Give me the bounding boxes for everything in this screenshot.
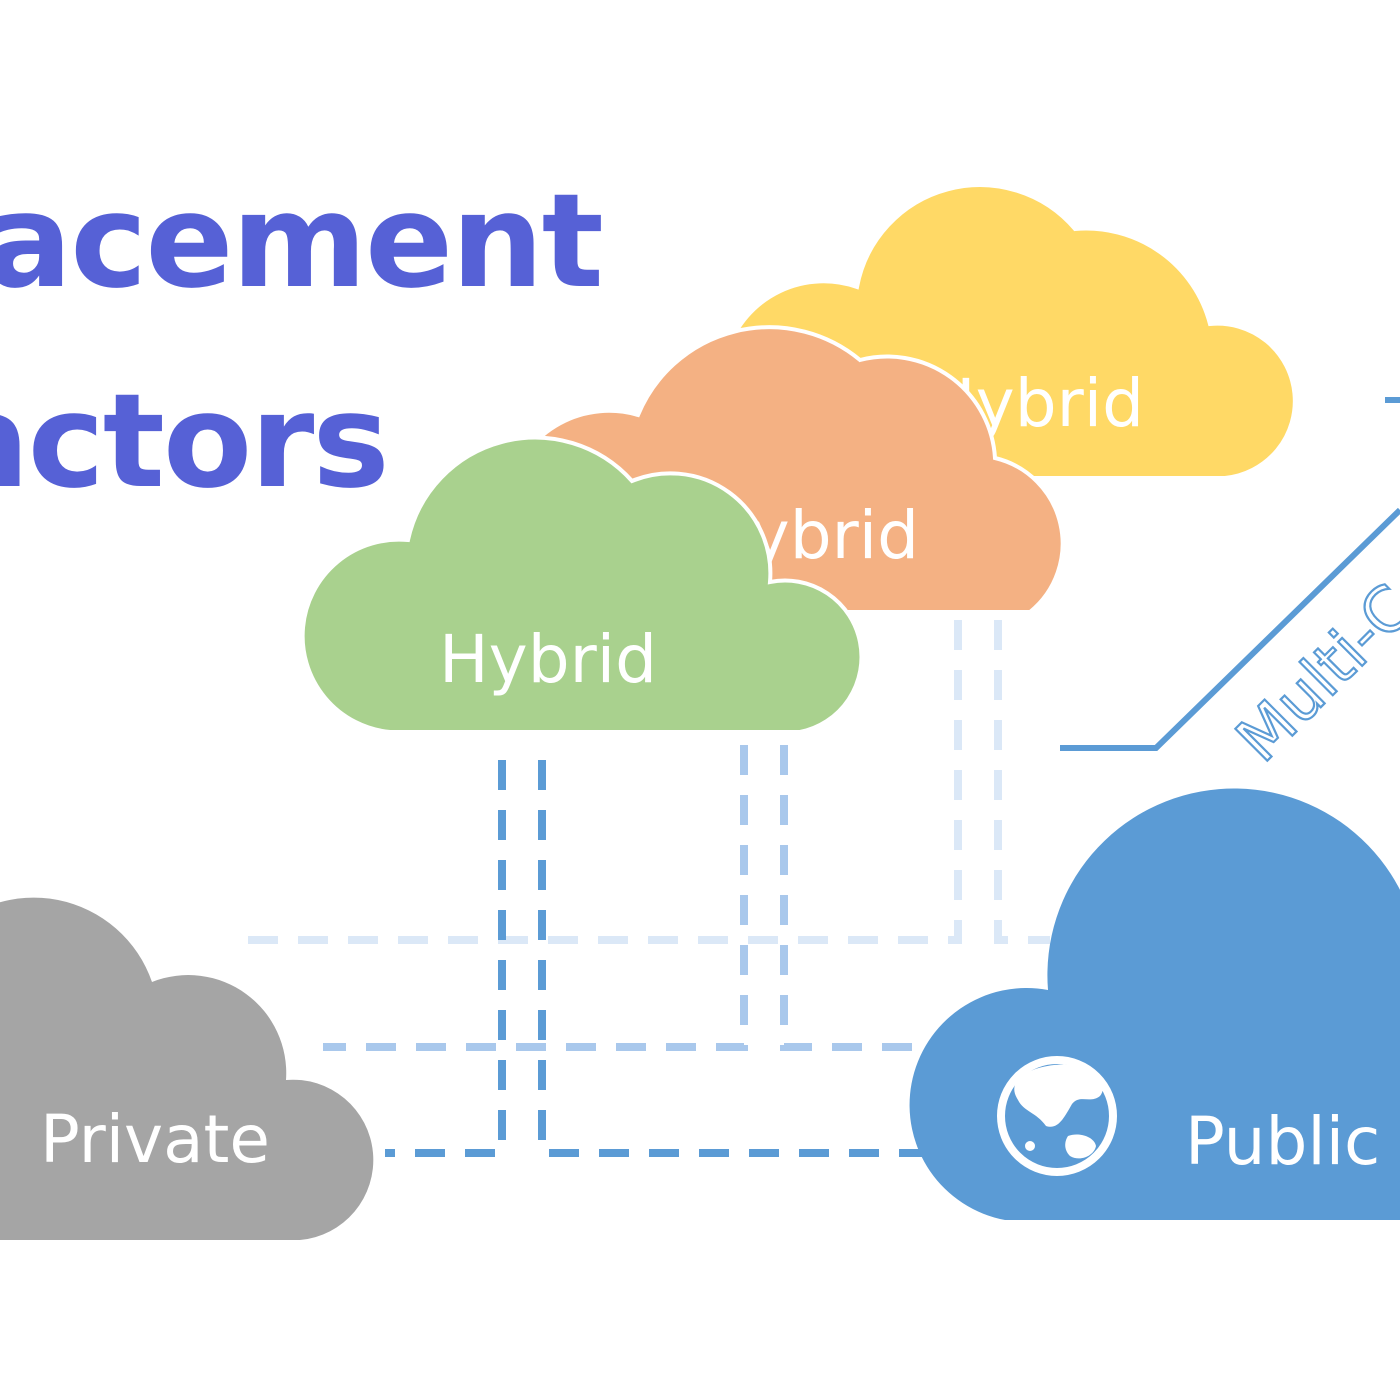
connector-back	[230, 620, 1050, 944]
connectors	[230, 620, 1050, 1157]
title-line-2: actors	[0, 365, 390, 517]
connector-front	[385, 760, 925, 1157]
public-cloud-label: Public	[1185, 1103, 1380, 1180]
hybrid-cloud-front: Hybrid	[300, 435, 864, 734]
multi-cloud-label: Multi-C	[1222, 570, 1400, 775]
hybrid-cloud-front-label: Hybrid	[439, 621, 657, 698]
title-line-1: lacement	[0, 165, 604, 317]
connector-middle-line-1	[323, 745, 748, 1051]
connector-middle	[323, 745, 935, 1051]
globe-icon	[997, 1056, 1117, 1176]
private-cloud-shape	[0, 897, 374, 1240]
connector-front-line-2	[538, 760, 925, 1157]
public-cloud: Public	[909, 788, 1400, 1220]
private-cloud-label: Private	[40, 1101, 270, 1178]
connector-back-line-2	[994, 620, 1050, 944]
hybrid-cloud-front-shape	[300, 435, 864, 734]
private-cloud: Private	[0, 897, 374, 1240]
multi-cloud-line	[1060, 507, 1400, 751]
connector-middle-line-2	[780, 745, 935, 1051]
connector-front-line-1	[385, 760, 506, 1157]
connector-back-line-1	[230, 620, 962, 944]
